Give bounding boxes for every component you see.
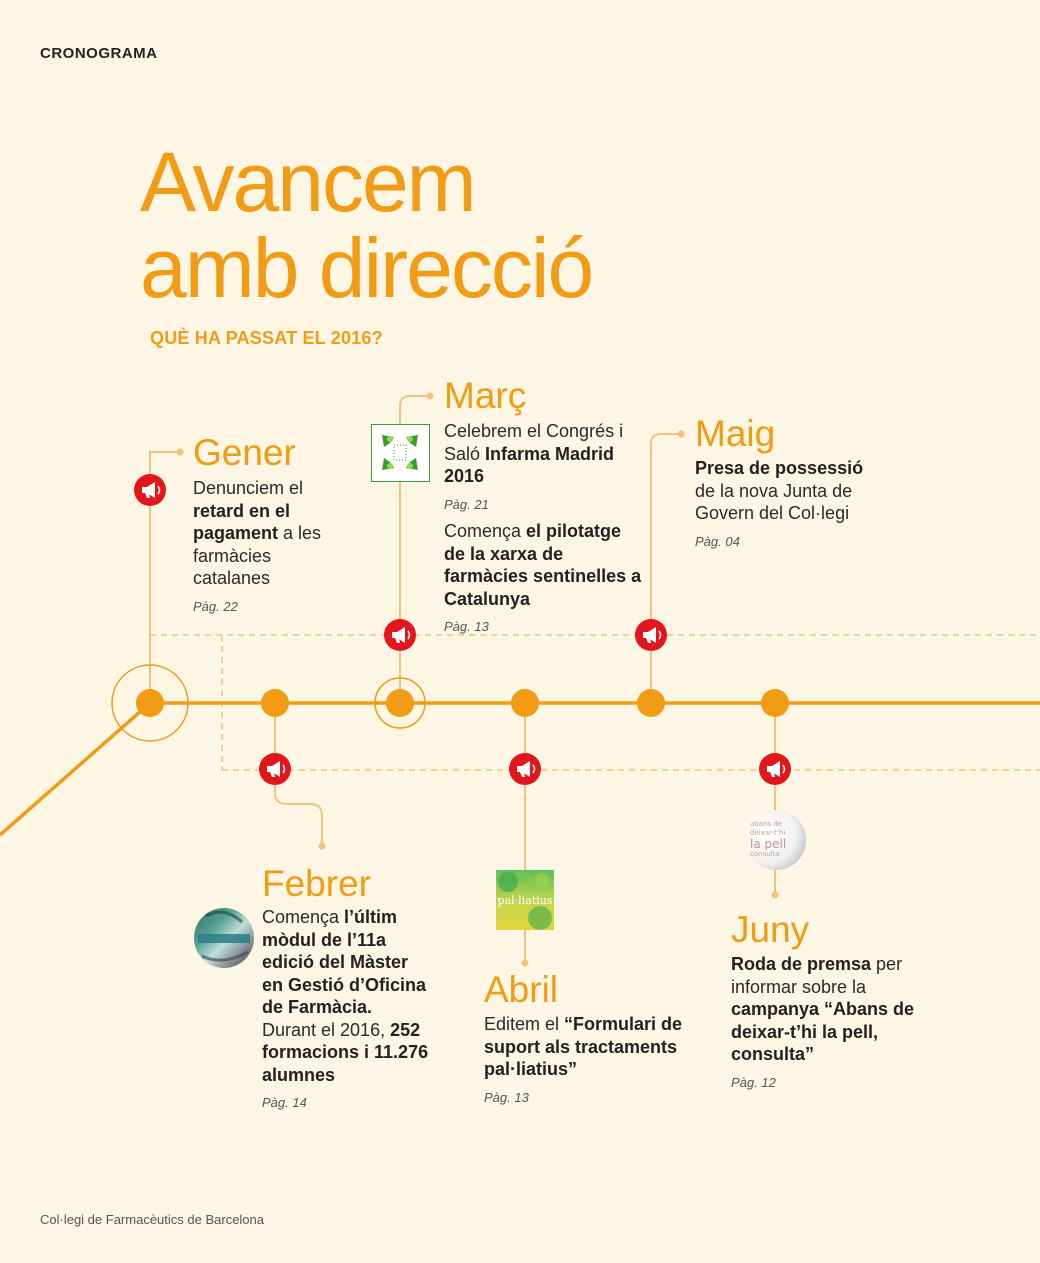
palliatius-cover-icon: pal·liatius	[496, 870, 554, 930]
desc-marc-text2: Comença el pilotatge de la xarxa de farm…	[444, 521, 641, 609]
page-ref-febrer: Pàg. 14	[262, 1095, 307, 1110]
dot-gener	[136, 689, 164, 717]
campaign-thumb-line1: abans de	[750, 820, 783, 828]
desc-marc-text1: Celebrem el Congrés i Saló Infarma Madri…	[444, 421, 623, 486]
timeline-entry-line	[0, 701, 152, 837]
page-subtitle: QUÈ HA PASSAT EL 2016?	[150, 328, 383, 348]
text-run: Roda de premsa	[731, 954, 872, 974]
section-label: CRONOGRAMA	[40, 45, 158, 62]
text-run: Editem el	[484, 1014, 565, 1034]
text-run: el pilotatge de la xarxa de farmàcies se…	[444, 521, 642, 609]
megaphone-icon	[509, 753, 541, 785]
text-run: l’últim mòdul de l’11a edició del Màster…	[262, 907, 427, 1017]
page-ref-marc-2: Pàg. 13	[444, 619, 489, 634]
campaign-thumb-line3: la pell	[750, 837, 787, 851]
connector-dot-abril	[521, 959, 529, 967]
megaphone-icon	[134, 474, 166, 506]
text-run: Celebrem el Congrés i Saló	[444, 421, 624, 464]
connector-marc	[399, 395, 430, 690]
text-run: Durant el 2016,	[262, 1019, 391, 1040]
desc-febrer: Comença l’últim mòdul de l’11a edició de…	[262, 906, 430, 1115]
desc-abril-text: Editem el “Formulari de suport als tract…	[484, 1014, 682, 1079]
dot-marc	[386, 689, 414, 717]
text-run: 252 formacions i 11.276 alumnes	[262, 1019, 429, 1085]
text-run: de la nova Junta de Govern del Col·legi	[695, 480, 853, 524]
text-run: Denunciem el	[193, 478, 304, 498]
desc-abril: Editem el “Formulari de suport als tract…	[484, 1013, 689, 1109]
desc-maig: Presa de possessió de la nova Junta de G…	[695, 457, 875, 553]
text-run: Infarma Madrid 2016	[444, 443, 615, 487]
connector-dot-febrer	[318, 842, 326, 850]
page-ref-abril: Pàg. 13	[484, 1089, 529, 1105]
campaign-thumb-line4: consulta	[750, 850, 780, 858]
megaphone-icon	[759, 753, 791, 785]
page-title-line1: Avancem	[140, 135, 477, 229]
megaphone-icon	[635, 619, 667, 651]
text-run: “Formulari de suport als tractaments pal…	[484, 1014, 683, 1079]
page-ref-marc-1: Pàg. 21	[444, 496, 489, 512]
text-run: campanya “Abans de deixar-t’hi la pell, …	[731, 999, 915, 1064]
infarma-logo-icon	[371, 424, 430, 482]
palliatius-cover-title: pal·liatius	[497, 894, 553, 907]
text-run: retard en el pagament	[193, 500, 291, 544]
text-run: a les farmàcies catalanes	[193, 523, 322, 588]
month-title-gener: Gener	[193, 432, 296, 473]
connector-dot-maig	[677, 430, 685, 438]
connector-maig	[650, 433, 681, 690]
desc-gener-text: Denunciem el retard en el pagament a les…	[193, 478, 321, 588]
text-run: Presa de possessió	[695, 458, 864, 478]
month-title-maig: Maig	[695, 413, 776, 454]
month-title-febrer: Febrer	[262, 863, 371, 904]
page-ref-juny: Pàg. 12	[731, 1074, 776, 1090]
desc-juny: Roda de premsa per informar sobre la cam…	[731, 953, 936, 1094]
text-run: Comença	[444, 521, 527, 541]
month-title-abril: Abril	[484, 969, 559, 1010]
desc-gener: Denunciem el retard en el pagament a les…	[193, 477, 338, 618]
connector-febrer	[274, 710, 323, 846]
megaphone-icon	[384, 619, 416, 651]
month-title-juny: Juny	[731, 909, 810, 950]
connector-dot-gener	[176, 448, 184, 456]
desc-maig-text: Presa de possessió de la nova Junta de G…	[695, 458, 863, 523]
dot-maig	[637, 689, 665, 717]
page-ref-maig: Pàg. 04	[695, 533, 740, 549]
desc-marc: Celebrem el Congrés i Saló Infarma Madri…	[444, 420, 644, 639]
dot-juny	[761, 689, 789, 717]
footer-publisher: Col·legi de Farmacèutics de Barcelona	[40, 1212, 264, 1227]
text-run: Comença	[262, 907, 345, 927]
megaphone-icon	[259, 753, 291, 785]
master-thumbnail-icon	[194, 908, 254, 968]
campaign-thumbnail-icon: abans de deixar-t’hi la pell consulta	[746, 810, 806, 870]
dot-febrer	[261, 689, 289, 717]
ring-marc	[374, 677, 426, 729]
connector-dot-juny	[771, 891, 779, 899]
ring-gener	[111, 664, 189, 742]
campaign-thumb-line2: deixar-t’hi	[750, 829, 786, 837]
connector-dot-marc	[426, 392, 434, 400]
desc-juny-text: Roda de premsa per informar sobre la cam…	[731, 954, 914, 1064]
text-run: per informar sobre la	[731, 954, 903, 997]
month-title-marc: Març	[444, 375, 527, 416]
connector-gener	[149, 451, 180, 690]
dot-abril	[511, 689, 539, 717]
desc-febrer-text: Comença l’últim mòdul de l’11a edició de…	[262, 907, 428, 1085]
page-title-line2: amb direcció	[140, 221, 594, 315]
page-ref-gener: Pàg. 22	[193, 598, 238, 614]
